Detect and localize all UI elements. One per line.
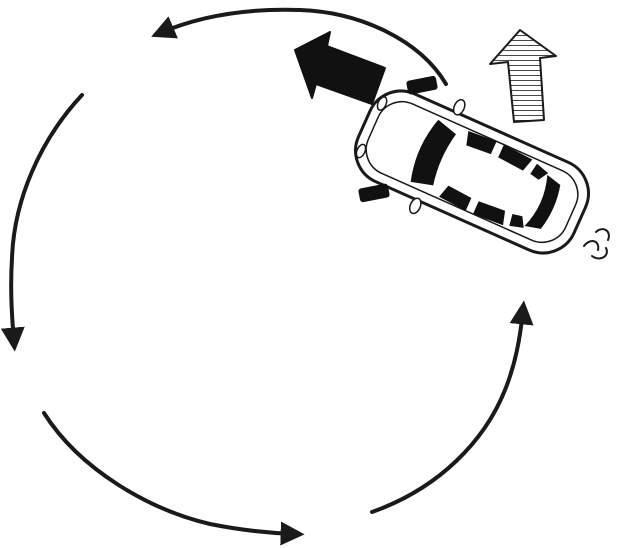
- car-top-view-icon: [354, 75, 590, 255]
- rotation-arrows: [0, 7, 534, 546]
- top-arc-arrow: [151, 7, 448, 86]
- skid-puff-icon: [583, 228, 610, 260]
- right-arc-arrow: [370, 300, 534, 514]
- front-force-arrow: [294, 31, 386, 105]
- bottom-arc-arrow: [42, 411, 305, 546]
- side-force-arrow: [489, 29, 557, 123]
- left-arc-arrow: [0, 93, 84, 352]
